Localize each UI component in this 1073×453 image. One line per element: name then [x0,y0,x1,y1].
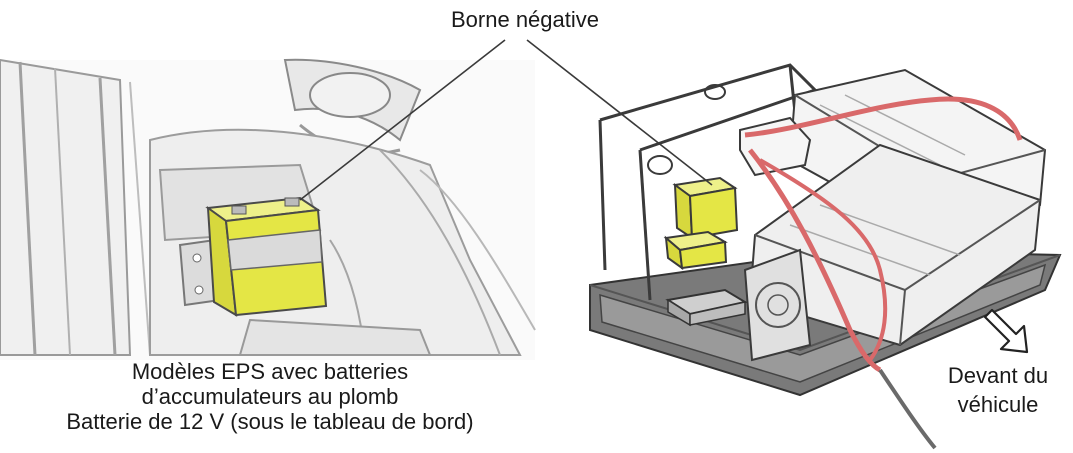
vehicle-front-label: Devant du véhicule [924,364,1072,422]
arrow-down-right-icon [983,308,1029,354]
battery-tray-illustration [589,63,1062,450]
negative-terminal-label: Borne négative [451,7,599,32]
front-label-line: véhicule [957,392,1039,417]
battery-12v-dashboard [205,196,328,317]
caption-line: Modèles EPS avec batteries [131,359,409,384]
caption-line: d’accumulateurs au plomb [141,384,399,409]
caption-line: Batterie de 12 V (sous le tableau de bor… [66,409,474,434]
front-label-line: Devant du [947,363,1049,388]
negative-terminal-leaders [299,39,713,201]
dashboard-battery-caption: Modèles EPS avec batteries d’accumulateu… [0,360,540,435]
